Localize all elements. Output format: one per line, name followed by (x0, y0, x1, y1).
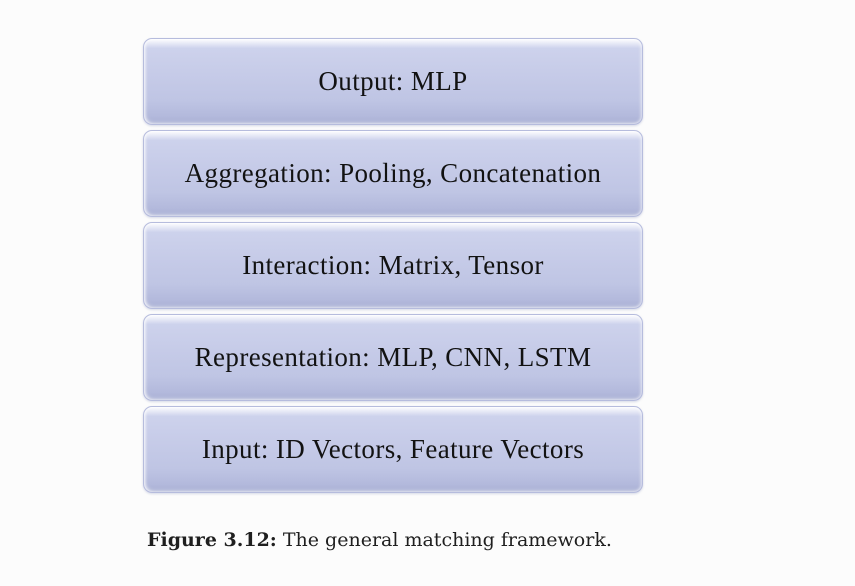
figure-caption-text: The general matching framework. (282, 529, 612, 551)
layer-box-aggregation: Aggregation: Pooling, Concatenation (143, 130, 643, 217)
figure-caption-label: Figure 3.12: (147, 529, 277, 551)
layer-box-interaction: Interaction: Matrix, Tensor (143, 222, 643, 309)
figure-caption: Figure 3.12: The general matching framew… (147, 529, 787, 551)
layer-box-representation: Representation: MLP, CNN, LSTM (143, 314, 643, 401)
layer-box-output: Output: MLP (143, 38, 643, 125)
layer-label-input: Input: ID Vectors, Feature Vectors (201, 434, 585, 464)
layer-label-aggregation: Aggregation: Pooling, Concatenation (184, 158, 602, 188)
layer-label-interaction: Interaction: Matrix, Tensor (242, 250, 544, 280)
layer-label-output: Output: MLP (318, 66, 468, 96)
matching-framework-diagram: Output: MLP Aggregation: Pooling, Concat… (143, 38, 643, 493)
layer-box-input: Input: ID Vectors, Feature Vectors (143, 406, 643, 493)
layer-label-representation: Representation: MLP, CNN, LSTM (194, 342, 592, 372)
